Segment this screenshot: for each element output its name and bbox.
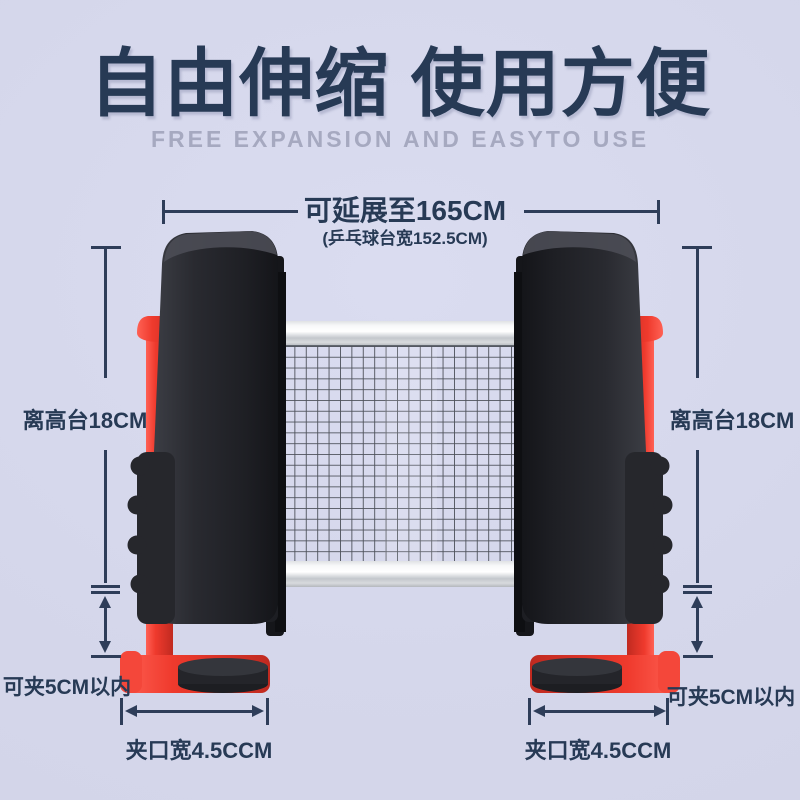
top-dim-label: 可延展至165CM <box>303 195 507 226</box>
arrow-down-icon <box>99 641 111 653</box>
right-height-top-cap <box>682 246 712 249</box>
arrow-up-icon <box>691 596 703 608</box>
arrow-right-icon <box>252 705 264 717</box>
net-bottom-band <box>277 561 525 587</box>
net-top-band <box>277 321 525 346</box>
net-post-right <box>514 231 680 693</box>
left-limit-mark-2 <box>91 591 120 594</box>
left-height-line-lower <box>104 450 107 583</box>
arrow-left-icon <box>533 705 545 717</box>
net-mesh-sheen <box>385 347 437 561</box>
left-jaw-width-label: 夹口宽4.5CCM <box>125 738 273 763</box>
right-height-label: 离高台18CM <box>669 408 795 433</box>
left-height-line-upper <box>104 248 107 378</box>
net-assembly <box>277 321 525 587</box>
arrow-right-icon <box>654 705 666 717</box>
top-dim-right-cap <box>657 200 660 224</box>
right-jaw-line <box>541 710 659 713</box>
right-clamp-arrow-line <box>696 604 699 644</box>
right-limit-mark-2 <box>683 591 712 594</box>
right-height-line-upper <box>696 248 699 378</box>
net-post-left <box>120 231 286 693</box>
right-clamp-range-label: 可夹5CM以内 <box>666 686 796 709</box>
page-title: 自由伸缩 使用方便 <box>89 42 711 125</box>
right-height-line-lower <box>696 450 699 583</box>
left-clamp-range-label: 可夹5CM以内 <box>2 676 132 699</box>
right-jaw-left-cap <box>528 698 531 725</box>
arrow-left-icon <box>125 705 137 717</box>
top-dim-left-line <box>162 210 298 213</box>
top-dim-sublabel: (乒乓球台宽152.5CM) <box>322 229 488 248</box>
left-clamp-bottom-cap <box>91 655 121 658</box>
right-jaw-right-cap <box>666 698 669 725</box>
left-jaw-line <box>133 710 257 713</box>
right-jaw-width-label: 夹口宽4.5CCM <box>524 738 672 763</box>
page-subtitle: FREE EXPANSION AND EASYTO USE <box>150 126 650 152</box>
right-limit-mark-1 <box>683 585 712 588</box>
arrow-up-icon <box>99 596 111 608</box>
left-jaw-left-cap <box>120 698 123 725</box>
left-height-top-cap <box>91 246 121 249</box>
left-height-label: 离高台18CM <box>22 408 148 433</box>
left-clamp-arrow-line <box>104 604 107 644</box>
arrow-down-icon <box>691 641 703 653</box>
left-limit-mark-1 <box>91 585 120 588</box>
top-dim-right-line <box>524 210 660 213</box>
right-clamp-bottom-cap <box>683 655 713 658</box>
left-jaw-right-cap <box>266 698 269 725</box>
